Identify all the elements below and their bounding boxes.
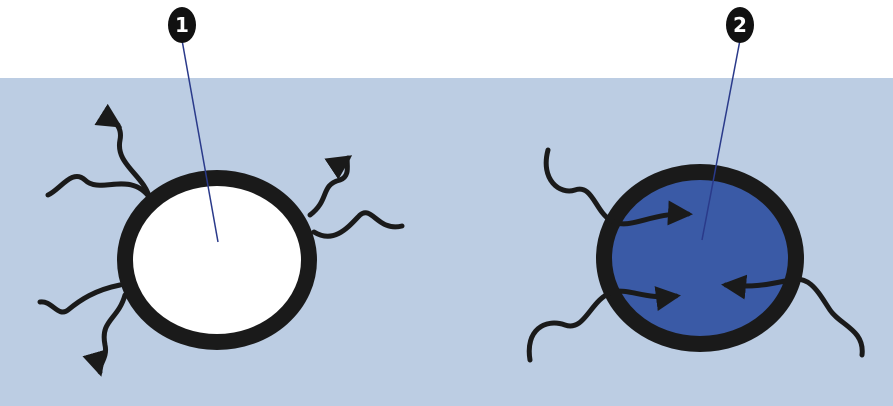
empty-cell-circle xyxy=(125,178,309,342)
callout-1-label: 1 xyxy=(175,13,189,37)
callout-2-label: 2 xyxy=(733,13,747,37)
callout-2-badge: 2 xyxy=(726,7,754,43)
filled-cell-circle xyxy=(604,172,796,344)
callout-1-badge: 1 xyxy=(168,7,196,43)
